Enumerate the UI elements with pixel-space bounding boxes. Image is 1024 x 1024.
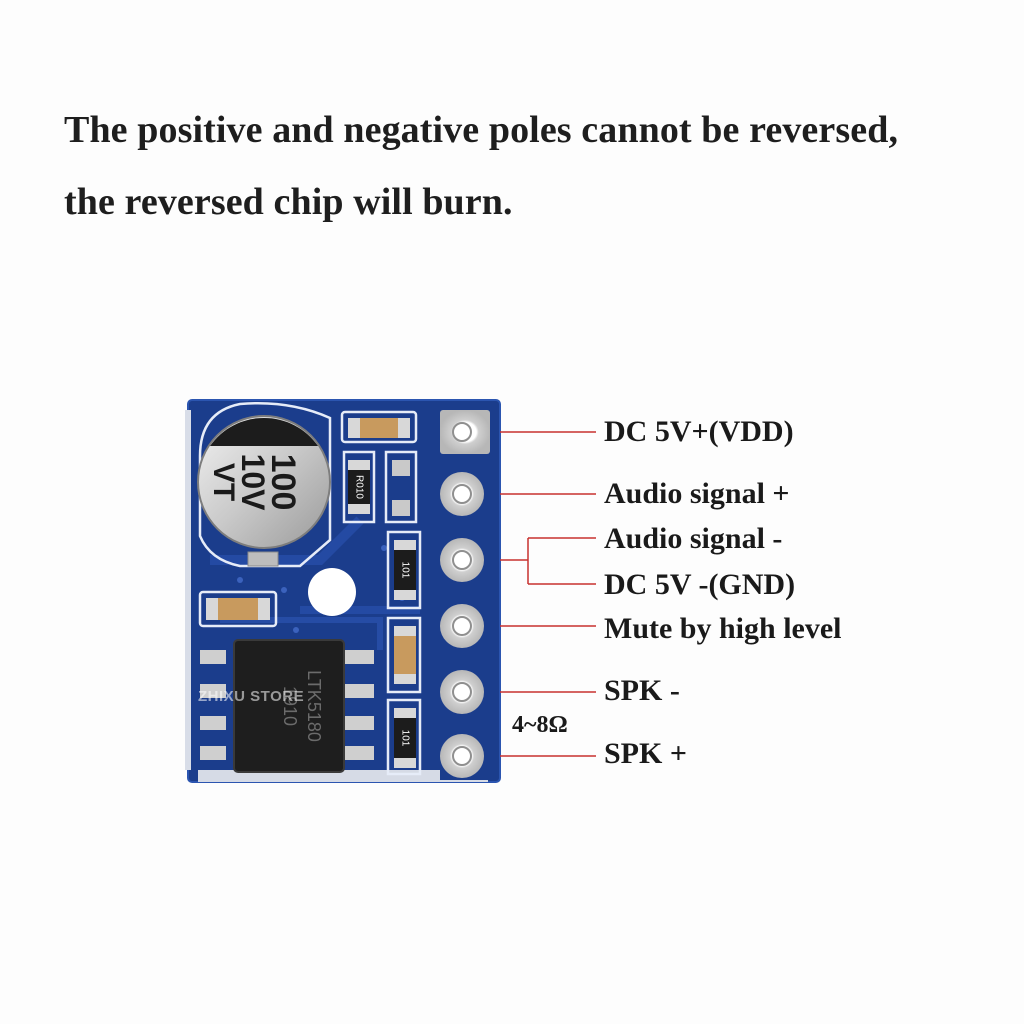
headline-line-2: the reversed chip will burn. (64, 181, 513, 223)
smd-capacitor-top (348, 418, 410, 438)
pin-label-vdd: DC 5V+(VDD) (604, 415, 794, 448)
chip-date-code: 1910 (280, 686, 300, 726)
capacitor-voltage-text: 10V (235, 454, 271, 512)
resistor-1-code: R010 (353, 475, 364, 499)
resistor-2-code: 101 (399, 562, 410, 579)
smd-pads-pair (392, 460, 410, 516)
leader-line-gnd-split (500, 537, 596, 585)
smd-resistor-3: 101 (394, 708, 416, 768)
amplifier-chip: LTK5180 1910 (200, 639, 374, 773)
electrolytic-capacitor: 100 10V VT (197, 415, 331, 567)
header-pads (440, 410, 490, 780)
capacitor-series-text: VT (207, 463, 240, 501)
leader-lines (500, 431, 596, 757)
chip-part-number: LTK5180 (304, 670, 324, 742)
speaker-impedance-label: 4~8Ω (512, 712, 568, 738)
smd-capacitor-left (206, 598, 270, 620)
mounting-hole (308, 568, 356, 616)
resistor-3-code: 101 (399, 730, 410, 747)
pin-label-gnd: DC 5V -(GND) (604, 568, 796, 601)
smd-capacitor-mid (394, 626, 416, 684)
headline-line-1: The positive and negative poles cannot b… (64, 109, 899, 151)
pin-label-audio-plus: Audio signal + (604, 477, 790, 510)
pin-label-mute: Mute by high level (604, 612, 842, 645)
smd-resistor-1: R010 (348, 460, 370, 514)
store-watermark: ZHIXU STORE (198, 688, 305, 705)
pin-label-audio-minus: Audio signal - (604, 522, 783, 555)
pin-label-spk-minus: SPK - (604, 674, 680, 707)
capacitor-value-text: 100 (264, 454, 302, 511)
smd-resistor-2: 101 (394, 540, 416, 600)
pin-label-spk-plus: SPK + (604, 737, 687, 770)
